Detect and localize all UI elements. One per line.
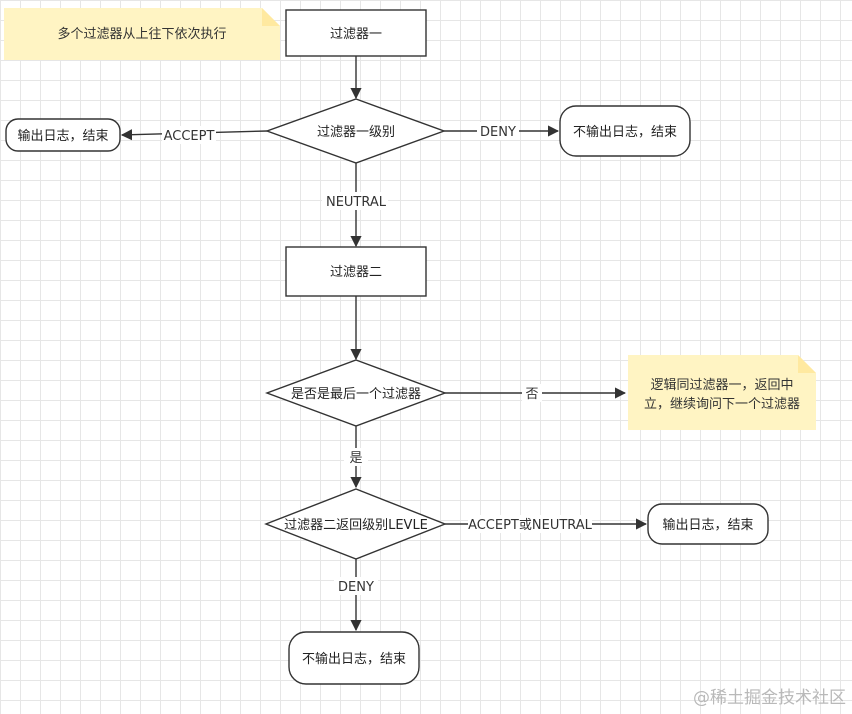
note-top: 多个过滤器从上往下依次执行 xyxy=(4,8,280,60)
edge-neutral-label: NEUTRAL xyxy=(326,195,387,210)
node-filter2-label: 过滤器二 xyxy=(330,265,382,280)
node-output-log-right-label: 输出日志，结束 xyxy=(662,517,753,533)
note-right-line2: 立，继续询问下一个过滤器 xyxy=(644,397,800,412)
node-no-output-right: 不输出日志，结束 xyxy=(559,105,691,157)
node-is-last: 是否是最后一个过滤器 xyxy=(264,359,448,427)
node-filter1-level-label: 过滤器一级别 xyxy=(317,125,395,140)
node-output-log-left-label: 输出日志，结束 xyxy=(17,128,108,144)
node-filter1-label: 过滤器一 xyxy=(330,27,382,42)
node-no-output-right-label: 不输出日志，结束 xyxy=(573,124,677,140)
edge-deny2-label: DENY xyxy=(338,580,374,595)
watermark: @稀土掘金技术社区 xyxy=(693,688,846,708)
node-filter2: 过滤器二 xyxy=(285,246,427,297)
note-top-text: 多个过滤器从上往下依次执行 xyxy=(57,26,226,42)
edge-accept-label: ACCEPT xyxy=(164,129,215,144)
node-filter1-level: 过滤器一级别 xyxy=(264,98,447,164)
edge-deny-label: DENY xyxy=(480,125,516,140)
edge-yes-label: 是 xyxy=(349,451,362,466)
edge-accept-or-neutral-label: ACCEPT或NEUTRAL xyxy=(468,518,593,533)
node-output-log-right: 输出日志，结束 xyxy=(647,503,769,545)
node-filter1: 过滤器一 xyxy=(285,9,427,57)
node-is-last-label: 是否是最后一个过滤器 xyxy=(291,387,421,402)
node-no-output-bottom: 不输出日志，结束 xyxy=(288,631,420,685)
node-no-output-bottom-label: 不输出日志，结束 xyxy=(302,651,406,667)
node-output-log-left: 输出日志，结束 xyxy=(5,118,121,152)
edge-no-label: 否 xyxy=(525,387,538,402)
node-filter2-level-label: 过滤器二返回级别LEVLE xyxy=(284,518,428,533)
node-filter2-level: 过滤器二返回级别LEVLE xyxy=(264,488,447,560)
note-right: 逻辑同过滤器一，返回中 立，继续询问下一个过滤器 xyxy=(628,355,816,430)
note-right-line1: 逻辑同过滤器一，返回中 xyxy=(650,378,793,393)
